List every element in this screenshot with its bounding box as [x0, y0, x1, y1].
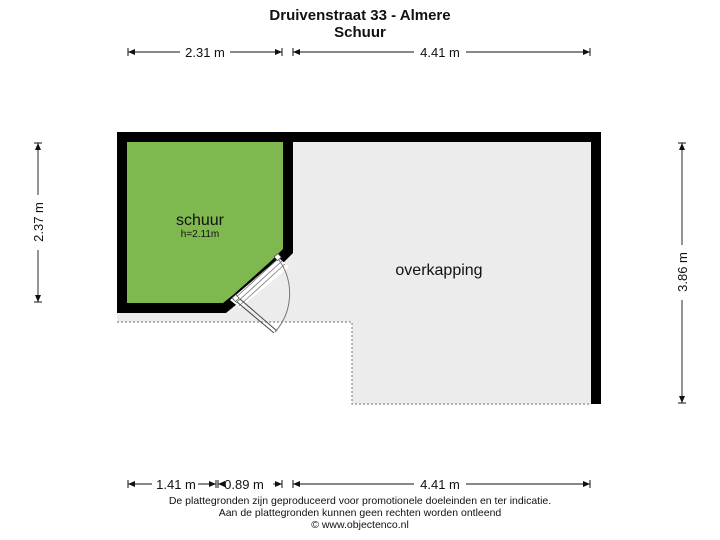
plan-subtitle: Schuur — [334, 24, 386, 41]
room-name-overkapping: overkapping — [395, 262, 482, 279]
door — [230, 252, 291, 334]
disclaimer-line-1: De plattegronden zijn geproduceerd voor … — [168, 495, 552, 507]
room-name-schuur: schuur — [176, 212, 225, 229]
dim-left: 2.37 m — [31, 202, 46, 242]
dim-top-right: 4.41 m — [420, 45, 460, 60]
dim-bottom-a: 1.41 m — [156, 477, 196, 492]
dimension-bottom: 1.41 m 0.89 m 4.41 m — [127, 477, 591, 492]
dim-bottom-c: 4.41 m — [420, 477, 460, 492]
dim-bottom-b: 0.89 m — [224, 477, 264, 492]
copyright-link[interactable]: © www.objectenco.nl — [311, 519, 409, 531]
schuur-room — [117, 132, 293, 313]
dim-right: 3.86 m — [675, 252, 690, 292]
overkapping-walls — [293, 132, 601, 404]
dimension-top: 2.31 m 4.41 m — [127, 45, 591, 60]
disclaimer-line-2: Aan de plattegronden kunnen geen rechten… — [218, 507, 502, 519]
room-height-schuur: h=2.11m — [181, 229, 219, 240]
dim-top-left: 2.31 m — [185, 45, 225, 60]
plan-title: Druivenstraat 33 - Almere — [269, 7, 451, 24]
dimension-right: 3.86 m — [675, 142, 690, 404]
dimension-left: 2.37 m — [31, 142, 46, 303]
